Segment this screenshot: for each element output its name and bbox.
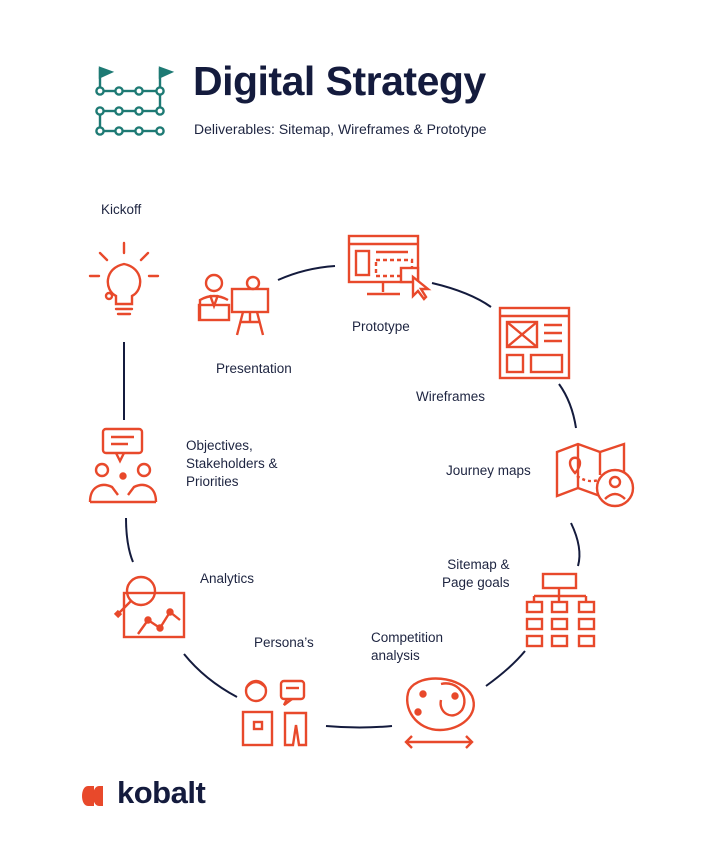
sitemap-icon <box>525 572 596 648</box>
cycle-connectors <box>123 265 581 729</box>
step-label-prototype: Prototype <box>352 319 410 334</box>
wireframe-icon <box>498 306 571 380</box>
step-label-sitemap-line-1: Sitemap & <box>447 557 510 572</box>
step-label-objectives-line-1: Objectives, <box>186 438 253 453</box>
roadmap-icon <box>95 66 175 136</box>
step-label-objectives: Objectives, Stakeholders & Priorities <box>186 437 278 491</box>
step-label-objectives-line-2: Stakeholders & <box>186 456 278 471</box>
page-subtitle: Deliverables: Sitemap, Wireframes & Prot… <box>194 121 487 137</box>
step-label-sitemap-line-2: Page goals <box>442 575 510 590</box>
step-label-wireframes: Wireframes <box>416 389 486 404</box>
analytics-magnifier-icon <box>113 575 186 639</box>
step-label-objectives-line-3: Priorities <box>186 474 239 489</box>
chat-people-icon <box>88 427 158 504</box>
step-label-competition-line-1: Competition <box>371 630 444 645</box>
kobalt-logo-icon <box>82 786 103 806</box>
brand-wordmark: kobalt <box>117 775 206 810</box>
step-label-kickoff: Kickoff <box>101 202 142 217</box>
page-title: Digital Strategy <box>193 58 486 104</box>
step-label-presentation: Presentation <box>216 361 292 376</box>
persona-icon <box>241 679 308 747</box>
presentation-icon <box>197 273 270 336</box>
step-label-analytics: Analytics <box>200 571 255 586</box>
journey-map-icon <box>555 442 635 508</box>
prototype-screen-icon <box>347 234 432 301</box>
step-label-personas: Persona’s <box>254 635 314 650</box>
competition-icon <box>404 677 475 749</box>
step-label-journey-maps: Journey maps <box>446 463 531 478</box>
step-label-competition: Competition analysis <box>371 629 443 665</box>
lightbulb-icon <box>88 241 160 316</box>
step-label-competition-line-2: analysis <box>371 648 420 663</box>
step-label-sitemap: Sitemap & Page goals <box>442 556 510 592</box>
